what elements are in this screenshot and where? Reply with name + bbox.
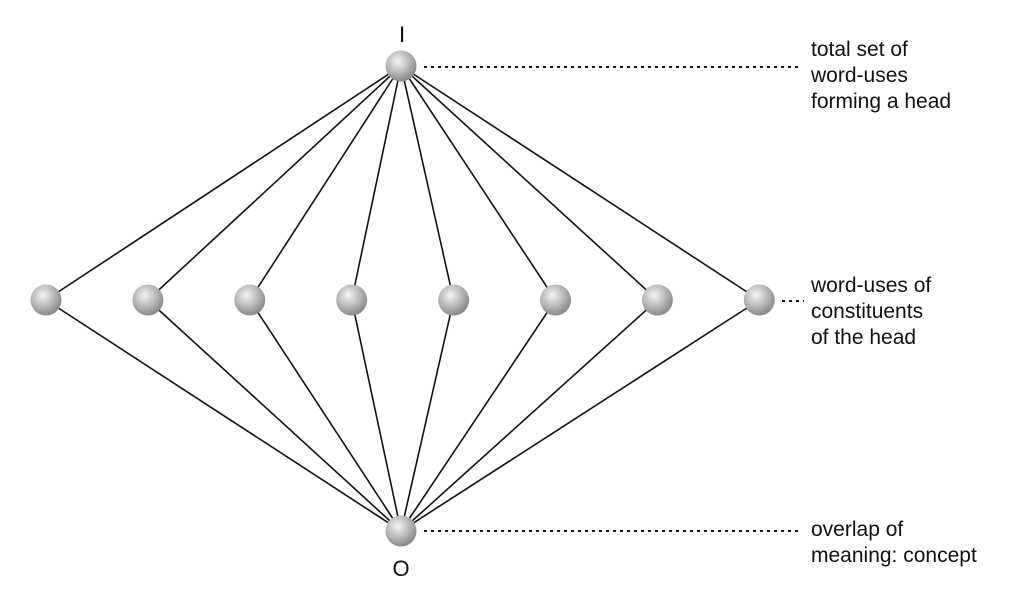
annotation-line: forming a head [811, 90, 952, 113]
annotation-line: word-uses of [811, 274, 932, 297]
edge-bottom [400, 299, 658, 532]
middle-node [336, 284, 368, 316]
annotation-middle: word-uses of constituents of the head [811, 273, 931, 351]
middle-node [641, 284, 673, 316]
annotation-top: total set of word-uses forming a head [811, 37, 951, 115]
middle-node [30, 284, 62, 316]
edge-top [400, 65, 455, 301]
edge-bottom [350, 299, 402, 532]
edge-top [45, 65, 402, 301]
edge-top [400, 65, 557, 301]
edge-top [400, 65, 658, 301]
annotation-line: of the head [811, 326, 917, 349]
middle-node [234, 284, 266, 316]
middle-node [743, 284, 775, 316]
top-node [385, 50, 417, 82]
annotation-bottom: overlap of meaning: concept [811, 517, 977, 569]
edge-bottom [147, 299, 402, 532]
edge-top [350, 65, 402, 301]
edge-bottom [400, 299, 455, 532]
annotation-line: total set of [811, 38, 908, 61]
annotation-line: constituents [811, 300, 924, 323]
bottom-node [385, 515, 417, 547]
edge-top [400, 65, 760, 301]
top-node-label: I [398, 22, 406, 47]
edge-bottom [45, 299, 402, 532]
middle-node [540, 284, 571, 316]
middle-node [438, 284, 470, 316]
edge-top [147, 65, 402, 301]
edge-bottom [400, 299, 760, 532]
edge-bottom [400, 299, 557, 532]
middle-node [132, 284, 164, 316]
bottom-node-label: O [392, 556, 410, 581]
edge-top [249, 65, 402, 301]
annotation-line: meaning: concept [811, 544, 977, 567]
edge-bottom [249, 299, 402, 532]
annotation-line: word-uses [811, 64, 908, 87]
annotation-line: overlap of [811, 518, 904, 541]
